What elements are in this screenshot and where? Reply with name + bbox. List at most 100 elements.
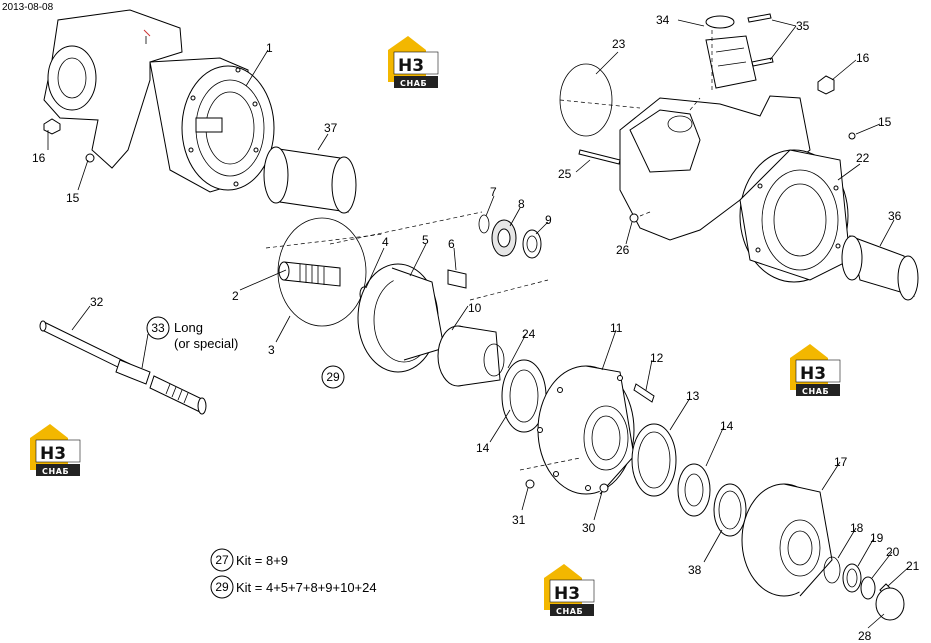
nut-30 bbox=[599, 483, 609, 493]
svg-text:29: 29 bbox=[215, 580, 229, 594]
callout-14-right: 14 bbox=[720, 419, 734, 433]
svg-text:СНАБ: СНАБ bbox=[42, 467, 69, 476]
callout-18: 18 bbox=[850, 521, 864, 535]
callout-20: 20 bbox=[886, 545, 900, 559]
callout-16-left: 16 bbox=[32, 151, 46, 165]
callout-14-left: 14 bbox=[476, 441, 490, 455]
kit-note-29: 29 Kit = 4+5+7+8+9+10+24 bbox=[210, 575, 377, 599]
stud-25 bbox=[578, 149, 621, 165]
planet-carrier-10 bbox=[437, 325, 505, 387]
watermark-logo: H3 СНАБ bbox=[789, 343, 841, 397]
callout-10: 10 bbox=[468, 301, 482, 315]
callout-23: 23 bbox=[612, 37, 626, 51]
plug-26 bbox=[629, 213, 639, 223]
assembly-lines bbox=[265, 30, 713, 471]
o-ring-18 bbox=[823, 556, 841, 584]
long-label-line1: Long bbox=[174, 320, 203, 335]
seal-23 bbox=[559, 63, 613, 137]
callout-21: 21 bbox=[906, 559, 920, 573]
callout-labels: 1 2 3 4 5 6 7 8 9 10 11 12 13 14 14 15 1… bbox=[32, 13, 920, 643]
wheel-hub-11 bbox=[537, 365, 635, 495]
watermark-logo: H3 СНАБ bbox=[543, 563, 595, 617]
bolt-12 bbox=[633, 383, 655, 403]
callout-9: 9 bbox=[545, 213, 552, 227]
svg-text:H3: H3 bbox=[40, 444, 66, 464]
plug-15-right bbox=[848, 132, 856, 140]
callout-15-right: 15 bbox=[878, 115, 892, 129]
seal-3 bbox=[277, 217, 367, 327]
callout-11: 11 bbox=[610, 321, 623, 335]
lock-ring-19 bbox=[842, 563, 862, 593]
svg-text:Kit = 4+5+7+8+9+10+24: Kit = 4+5+7+8+9+10+24 bbox=[236, 580, 377, 595]
bearing-14-right bbox=[677, 463, 711, 517]
stub-shaft-2 bbox=[278, 261, 341, 287]
callout-30: 30 bbox=[582, 521, 596, 535]
svg-text:H3: H3 bbox=[398, 56, 424, 76]
callout-16-right: 16 bbox=[856, 51, 870, 65]
svg-text:29: 29 bbox=[326, 370, 340, 384]
plug-15-left bbox=[85, 153, 95, 163]
callout-37: 37 bbox=[324, 121, 338, 135]
circled-callout-33: 33 bbox=[146, 316, 170, 340]
callout-8: 8 bbox=[518, 197, 525, 211]
svg-text:27: 27 bbox=[215, 553, 229, 567]
ring-gear-5 bbox=[357, 263, 445, 373]
axle-housing-right bbox=[619, 95, 851, 283]
watermark-logo: H3 СНАБ bbox=[29, 423, 81, 477]
svg-text:Kit = 8+9: Kit = 8+9 bbox=[236, 553, 288, 568]
callout-7: 7 bbox=[490, 185, 497, 199]
callout-13: 13 bbox=[686, 389, 700, 403]
plug-16-left bbox=[43, 118, 61, 135]
shim-38 bbox=[713, 483, 747, 537]
svg-text:СНАБ: СНАБ bbox=[556, 607, 583, 616]
hub-cover-17 bbox=[741, 483, 833, 597]
callout-34: 34 bbox=[656, 13, 670, 27]
callout-17: 17 bbox=[834, 455, 848, 469]
plug-16-right bbox=[817, 75, 835, 95]
callout-28: 28 bbox=[858, 629, 872, 643]
circled-callout-29: 29 bbox=[321, 365, 345, 389]
kit-note-27: 27 Kit = 8+9 bbox=[210, 548, 288, 572]
bolts-35 bbox=[747, 13, 774, 67]
seal-13 bbox=[631, 423, 677, 497]
callout-1: 1 bbox=[266, 41, 273, 55]
axle-housing-left bbox=[43, 9, 275, 193]
bushing-37 bbox=[263, 146, 357, 214]
planet-gear-8 bbox=[491, 219, 517, 257]
callout-15-left: 15 bbox=[66, 191, 80, 205]
nut-20 bbox=[860, 576, 876, 600]
callout-19: 19 bbox=[870, 531, 884, 545]
nut-31 bbox=[525, 479, 535, 489]
callout-12: 12 bbox=[650, 351, 664, 365]
snap-ring-7 bbox=[478, 214, 490, 234]
callout-36: 36 bbox=[888, 209, 902, 223]
callout-4: 4 bbox=[382, 235, 389, 249]
callout-22: 22 bbox=[856, 151, 870, 165]
callout-31: 31 bbox=[512, 513, 526, 527]
bushing-36 bbox=[841, 235, 919, 301]
bracket-34 bbox=[705, 15, 757, 89]
callout-26: 26 bbox=[616, 243, 630, 257]
watermark-logo: H3 СНАБ bbox=[387, 35, 439, 89]
callout-3: 3 bbox=[268, 343, 275, 357]
svg-text:СНАБ: СНАБ bbox=[802, 387, 829, 396]
long-label-line2: (or special) bbox=[174, 336, 238, 351]
pin-6 bbox=[447, 269, 467, 289]
callout-24: 24 bbox=[522, 327, 536, 341]
callout-2: 2 bbox=[232, 289, 239, 303]
callout-32: 32 bbox=[90, 295, 104, 309]
axle-shaft-32 bbox=[39, 320, 207, 415]
callout-38: 38 bbox=[688, 563, 702, 577]
svg-text:H3: H3 bbox=[800, 364, 826, 384]
svg-text:33: 33 bbox=[151, 321, 165, 335]
leader-lines bbox=[47, 19, 911, 629]
date-stamp: 2013-08-08 bbox=[2, 2, 54, 13]
callout-6: 6 bbox=[448, 237, 455, 251]
callout-25: 25 bbox=[558, 167, 572, 181]
callout-5: 5 bbox=[422, 233, 429, 247]
svg-text:H3: H3 bbox=[554, 584, 580, 604]
svg-text:СНАБ: СНАБ bbox=[400, 79, 427, 88]
callout-35: 35 bbox=[796, 19, 810, 33]
cap-28 bbox=[875, 587, 905, 621]
